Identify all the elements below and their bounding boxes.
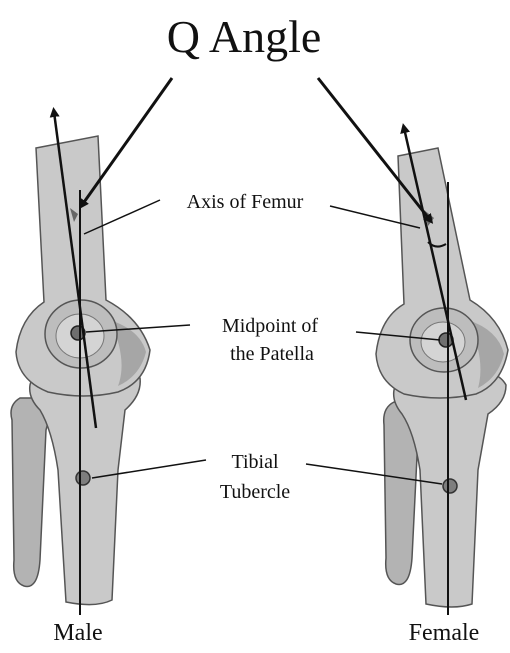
male-tibial-tubercle-marker (76, 471, 90, 485)
male-caption: Male (53, 620, 102, 646)
tibial-label-line1: Tibial (231, 451, 279, 473)
female-tibial-tubercle-marker (443, 479, 457, 493)
midpoint-label-line2: the Patella (230, 343, 314, 365)
axis-of-femur-label: Axis of Femur (187, 191, 304, 213)
q-angle-pointer-right (318, 78, 430, 220)
female-caption: Female (409, 620, 480, 646)
midpoint-label-line1: Midpoint of (222, 315, 318, 337)
diagram-title: Q Angle (167, 11, 322, 62)
tibial-label-line2: Tubercle (220, 481, 290, 503)
female-knee (376, 128, 508, 615)
male-knee (11, 112, 150, 615)
male-fibula (11, 398, 48, 586)
